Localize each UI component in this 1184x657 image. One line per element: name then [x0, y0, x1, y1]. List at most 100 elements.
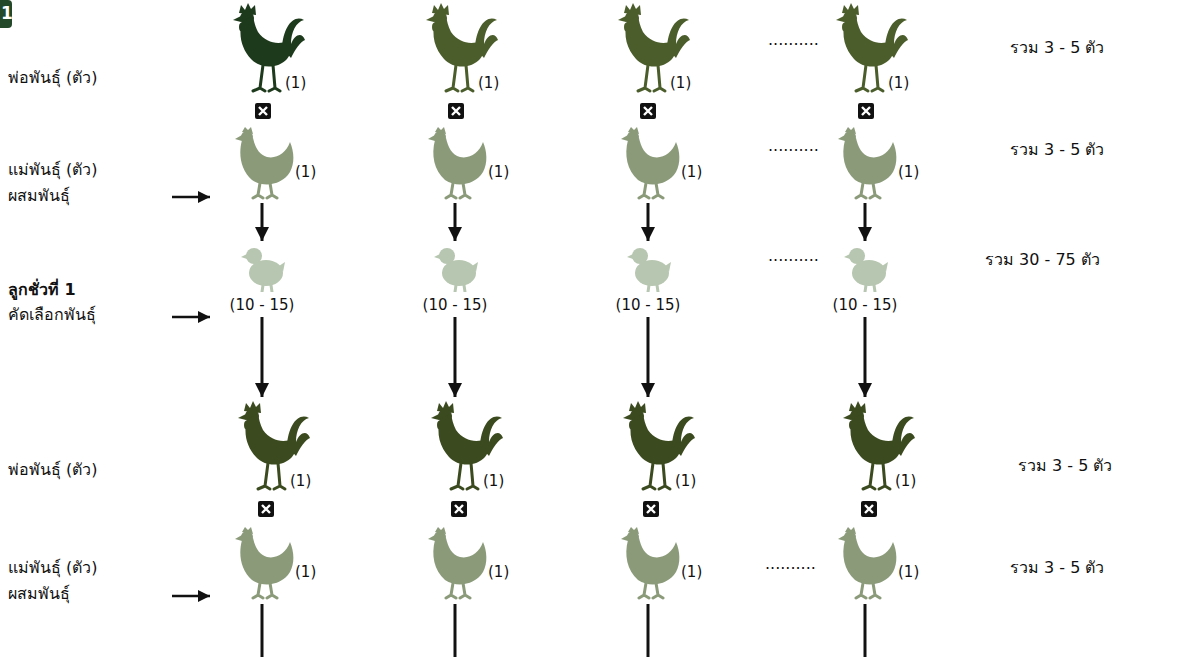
hen-figure-shape: [227, 525, 297, 600]
figure-part: [253, 65, 280, 91]
flow-arrow: [261, 203, 264, 241]
cross-symbol: [255, 103, 874, 119]
label-holder: พ่อพันธุ์ (ตัว): [8, 68, 98, 87]
figure-part: [638, 65, 665, 91]
cross-symbol: [258, 501, 877, 517]
ellipsis-dots: ..........: [768, 246, 819, 265]
label-holder: แม่พันธุ์ (ตัว): [8, 558, 98, 577]
figure-part: [863, 463, 890, 489]
hen-figure: (1): [613, 125, 704, 200]
row-label: พ่อพันธุ์ (ตัว): [8, 68, 98, 87]
figure-part: [621, 535, 628, 541]
chick-figure: (10 - 15): [228, 244, 297, 314]
figure-part: [643, 463, 670, 489]
count-label: (1): [898, 563, 919, 581]
row-total: รวม 3 - 5 ตัว: [1010, 140, 1104, 159]
figure-part: [838, 535, 845, 541]
ellipsis-dots: ..........: [765, 554, 816, 573]
continuation-line: [262, 604, 865, 657]
count-label: (1): [290, 472, 311, 490]
rooster-figure: (1): [615, 400, 698, 495]
chick-figure: (10 - 15): [421, 244, 490, 314]
label-holder: ..........: [765, 554, 816, 573]
label-holder: รวม 3 - 5 ตัว: [1018, 456, 1112, 475]
figure-part: [626, 538, 679, 584]
figure-part: [446, 183, 470, 198]
hen-figure-shape: [420, 525, 490, 600]
figure-part: [287, 417, 310, 456]
count-label: (1): [895, 472, 916, 490]
flow-arrow: [454, 203, 457, 241]
step-label: คัดเลือกพันธุ์: [8, 305, 96, 324]
figure-part: [639, 183, 663, 198]
figure-part: [241, 254, 247, 259]
figure-part: [865, 285, 875, 292]
figure-part: [282, 19, 305, 58]
count-label: (1): [478, 74, 499, 92]
generation-label: ลูกชั่วที่ 1: [8, 280, 76, 299]
hen-figure: (1): [420, 125, 511, 200]
flow-arrow: [864, 203, 867, 241]
figure-part: [235, 535, 242, 541]
count-label: (10 - 15): [423, 296, 488, 314]
rooster-figure: (1): [230, 400, 313, 495]
hen-figure: (1): [830, 525, 921, 600]
figure-part: [475, 19, 498, 58]
hen-figure: (1): [830, 125, 921, 200]
label-holder: ..........: [768, 246, 819, 265]
figure-part: [843, 138, 896, 184]
label-holder: รวม 3 - 5 ตัว: [1010, 38, 1104, 57]
figure-part: [856, 65, 883, 91]
figure-part: [279, 262, 285, 272]
label-holder: พ่อพันธุ์ (ตัว): [8, 460, 98, 479]
figure-part: [618, 16, 626, 22]
chick-figure: (10 - 15): [614, 244, 683, 314]
chick-figure-shape: [625, 244, 671, 292]
hen-figure-shape: [830, 525, 900, 600]
figure-part: [253, 583, 277, 598]
figure-part: [621, 135, 628, 141]
figure-part: [238, 414, 246, 420]
count-label: (1): [681, 163, 702, 181]
figure-part: [249, 260, 283, 286]
count-label: (1): [488, 563, 509, 581]
figure-part: [433, 538, 486, 584]
figure-part: [838, 135, 845, 141]
step-pointer-arrow: [172, 197, 210, 596]
figure-part: [235, 135, 242, 141]
figure-part: [258, 463, 285, 489]
chick-figure-shape: [842, 244, 888, 292]
hen-figure-shape: [227, 125, 297, 200]
count-label: (1): [295, 163, 316, 181]
count-label: (1): [285, 74, 306, 92]
figure-part: [852, 260, 886, 286]
ellipsis-dots: ..........: [768, 136, 819, 155]
figure-part: [240, 538, 293, 584]
label-holder: 1: [1, 3, 13, 23]
label-holder: แม่พันธุ์ (ตัว): [8, 160, 98, 179]
row-total: รวม 30 - 75 ตัว: [985, 250, 1100, 269]
hen-figure-shape: [613, 525, 683, 600]
figure-part: [836, 16, 844, 22]
figure-part: [882, 262, 888, 272]
count-label: (10 - 15): [833, 296, 898, 314]
hen-figure-shape: [830, 125, 900, 200]
ellipsis-dots: ..........: [768, 30, 819, 49]
label-holder: ..........: [768, 30, 819, 49]
rooster-figure: (1): [418, 2, 501, 97]
count-label: (1): [675, 472, 696, 490]
label-holder: ผสมพันธุ์: [8, 186, 70, 205]
label-holder: ผสมพันธุ์: [8, 584, 70, 603]
rooster-figure: (1): [610, 2, 693, 97]
figure-part: [455, 285, 465, 292]
count-label: (1): [670, 74, 691, 92]
flow-arrow: [453, 317, 456, 397]
flow-arrow: [260, 317, 263, 397]
figure-part: [480, 417, 503, 456]
figure-part: [843, 538, 896, 584]
row-label: แม่พันธุ์ (ตัว): [8, 160, 98, 179]
rooster-figure: (1): [828, 2, 911, 97]
figure-part: [472, 262, 478, 272]
count-label: (10 - 15): [230, 296, 295, 314]
